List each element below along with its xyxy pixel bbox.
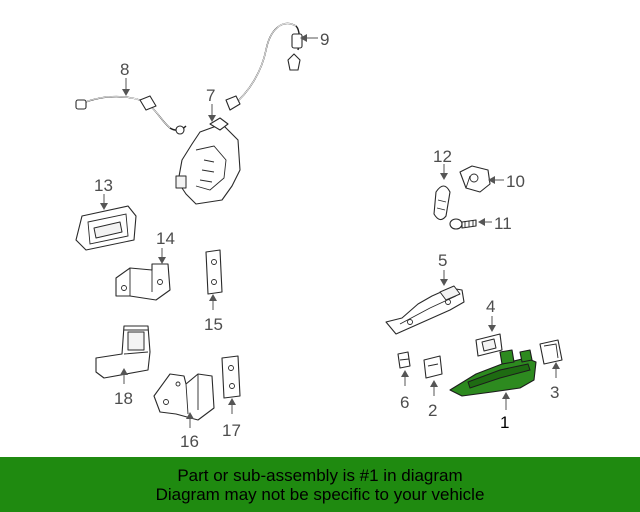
part-18-check-link[interactable] [95,325,151,379]
callout-1: 1 [500,413,509,432]
part-7-lock-actuator[interactable] [175,117,241,205]
part-17-plate[interactable] [221,355,241,399]
part-11-screw[interactable] [449,218,477,230]
callout-7: 7 [206,86,215,105]
part-3-cap[interactable] [539,339,563,365]
callout-8: 8 [120,60,129,79]
part-5-handle-frame[interactable] [385,285,465,335]
part-16-bracket[interactable] [153,373,215,421]
part-12-pad[interactable] [433,185,451,221]
callout-4: 4 [486,297,495,316]
part-1-outside-handle[interactable] [449,349,537,397]
callout-18: 18 [114,389,133,408]
part-14-bracket[interactable] [115,263,171,301]
callout-10: 10 [506,172,525,191]
callout-15: 15 [204,315,223,334]
part-10-striker[interactable] [459,165,491,193]
callout-9: 9 [320,30,329,49]
part-15-plate[interactable] [205,249,223,295]
part-13-inside-handle[interactable] [75,205,137,251]
part-4-gasket[interactable] [475,333,503,357]
callout-17: 17 [222,421,241,440]
part-6-clip[interactable] [397,351,411,369]
diagram-canvas: 9 8 7 13 14 [75,22,563,451]
banner-line-2: Diagram may not be specific to your vehi… [155,484,485,504]
callout-6: 6 [400,393,409,412]
callout-2: 2 [428,401,437,420]
banner-line-1: Part or sub-assembly is #1 in diagram [177,465,463,485]
part-9-cable[interactable] [225,22,303,111]
callout-16: 16 [180,432,199,451]
callout-11: 11 [494,214,512,233]
callout-13: 13 [94,176,113,195]
callout-14: 14 [156,229,175,248]
part-8-cable[interactable] [75,95,187,135]
callout-12: 12 [433,147,452,166]
info-banner: Part or sub-assembly is #1 in diagram Di… [0,457,640,512]
part-2-cover[interactable] [423,355,443,379]
callout-3: 3 [550,383,559,402]
callout-5: 5 [438,251,447,270]
